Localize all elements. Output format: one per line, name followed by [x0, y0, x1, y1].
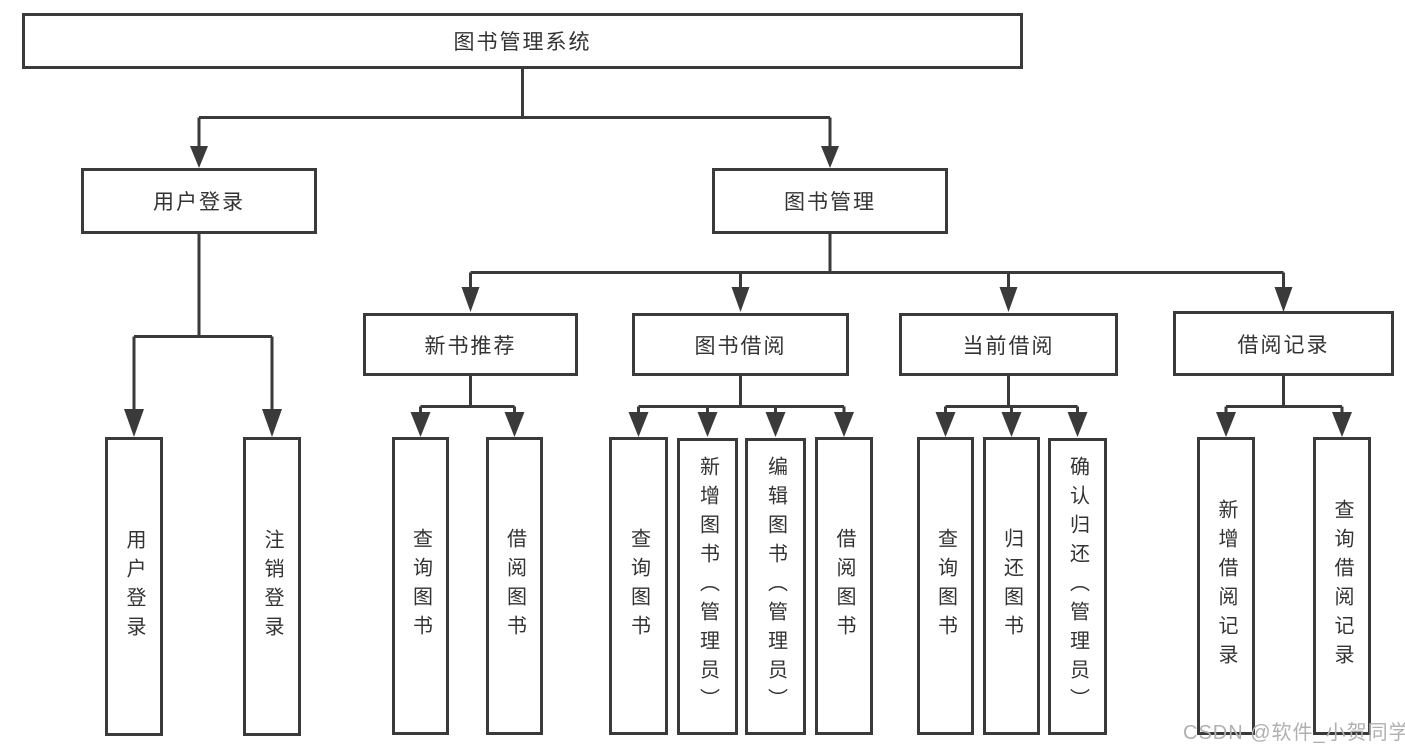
leaf-confirm-return-admin: 确认归还（管理员） — [1048, 438, 1107, 735]
node-borrowing-records: 借阅记录 — [1173, 311, 1394, 376]
node-label: 查询图书 — [409, 528, 432, 644]
node-label: 新增图书（管理员） — [696, 456, 719, 717]
node-label: 图书管理 — [784, 191, 876, 214]
leaf-user-login: 用户登录 — [105, 437, 163, 736]
node-book-borrowing: 图书借阅 — [632, 313, 849, 376]
leaf-add-books-admin: 新增图书（管理员） — [677, 438, 738, 735]
node-label: 当前借阅 — [962, 334, 1055, 358]
node-current-borrowing: 当前借阅 — [899, 313, 1118, 376]
node-label: 查询图书 — [627, 528, 650, 644]
node-label: 借阅记录 — [1237, 333, 1330, 357]
node-label: 新增借阅记录 — [1215, 499, 1237, 673]
node-user-login: 用户登录 — [81, 168, 317, 234]
node-label: 图书借阅 — [694, 334, 787, 358]
leaf-return-books: 归还图书 — [983, 437, 1040, 735]
node-label: 借阅图书 — [503, 528, 526, 644]
node-label: 图书管理系统 — [453, 31, 592, 54]
node-label: 新书推荐 — [424, 334, 517, 358]
node-label: 归还图书 — [1000, 528, 1023, 644]
node-new-book-recommendation: 新书推荐 — [363, 313, 578, 376]
leaf-query-borrow-record: 查询借阅记录 — [1313, 437, 1371, 735]
leaf-borrow-books: 借阅图书 — [815, 437, 873, 735]
node-book-management: 图书管理 — [712, 168, 948, 234]
csdn-watermark: CSDN @软件_小贺同学 — [1183, 722, 1405, 744]
leaf-edit-books-admin: 编辑图书（管理员） — [745, 438, 806, 735]
leaf-query-books-borrow: 查询图书 — [609, 437, 668, 735]
node-label: 注销登录 — [261, 528, 283, 645]
node-label: 用户登录 — [123, 528, 145, 645]
leaf-borrow-books-recommend: 借阅图书 — [486, 437, 543, 735]
node-label: 查询借阅记录 — [1331, 499, 1353, 673]
node-label: 确认归还（管理员） — [1066, 456, 1089, 717]
node-label: 编辑图书（管理员） — [764, 456, 787, 717]
leaf-logout: 注销登录 — [243, 437, 301, 736]
node-label: 用户登录 — [153, 191, 245, 214]
leaf-query-books-current: 查询图书 — [917, 437, 974, 735]
leaf-query-books-recommend: 查询图书 — [392, 437, 449, 735]
node-label: 借阅图书 — [833, 528, 855, 644]
connector-arrowheads — [124, 146, 1352, 437]
leaf-add-borrow-record: 新增借阅记录 — [1197, 437, 1255, 735]
node-library-management-system: 图书管理系统 — [22, 13, 1023, 69]
node-label: 查询图书 — [934, 528, 957, 644]
